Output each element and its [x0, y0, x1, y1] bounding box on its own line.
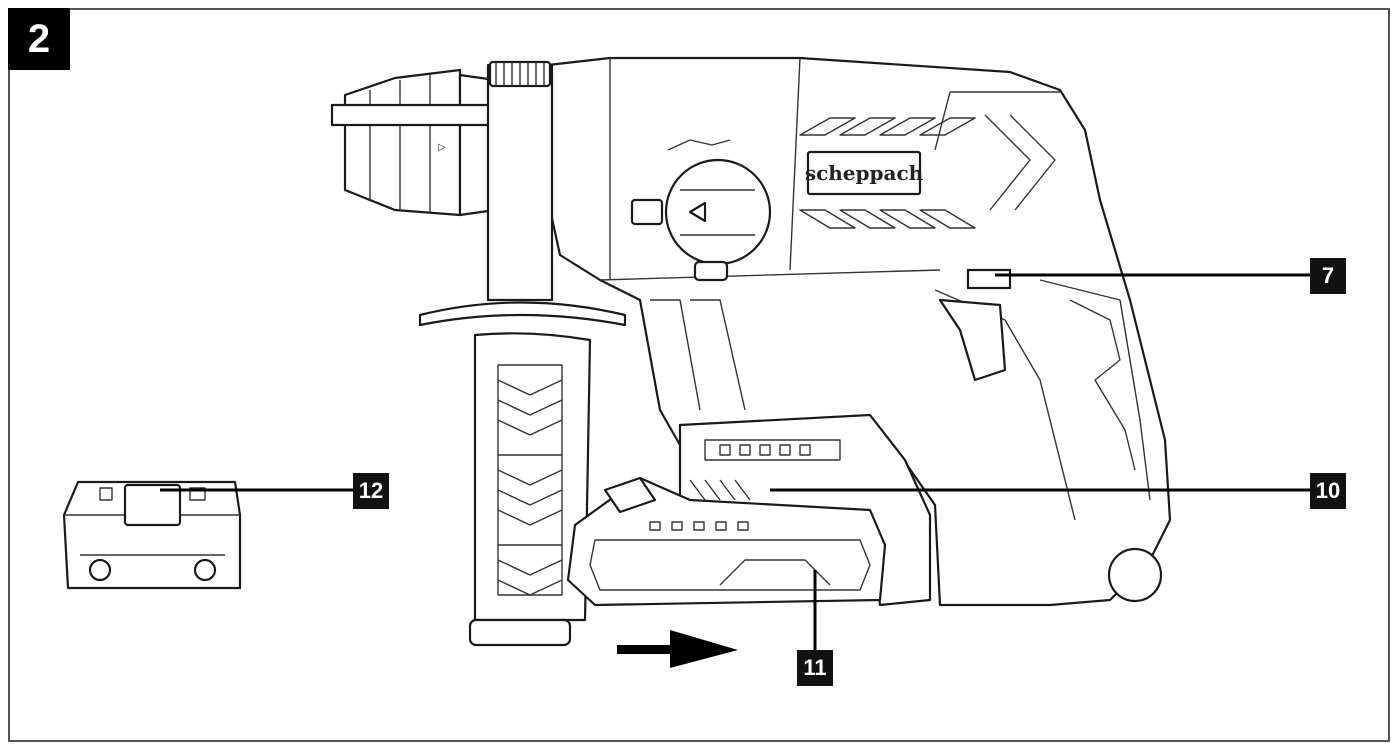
insertion-arrow-icon [617, 630, 738, 668]
brand-logo-text: scheppach [805, 161, 924, 185]
callout-12: 12 [353, 473, 389, 509]
battery-release-button [603, 476, 657, 514]
battery-detail-release-button [123, 483, 182, 527]
mode-selector-knob [630, 139, 772, 282]
battery-pack [566, 476, 887, 607]
trigger [938, 298, 1007, 382]
callout-10: 10 [1310, 473, 1346, 509]
callout-11: 11 [797, 650, 833, 686]
grip-texture [497, 364, 563, 596]
vent-slots-top [799, 117, 976, 136]
battery-detail-view [62, 480, 242, 590]
vent-slots-bottom [799, 209, 976, 229]
chuck-marking-icon: ▷ [438, 142, 446, 153]
grip-column [650, 299, 746, 411]
rear-grip [934, 268, 1163, 603]
direction-switch [966, 268, 1012, 290]
chuck: ▷ [343, 68, 497, 217]
side-handle [418, 60, 627, 647]
lanyard-hole [1107, 547, 1163, 603]
figure-number: 2 [8, 8, 70, 70]
brand-logo-plate [806, 150, 922, 196]
callout-7: 7 [1310, 258, 1346, 294]
